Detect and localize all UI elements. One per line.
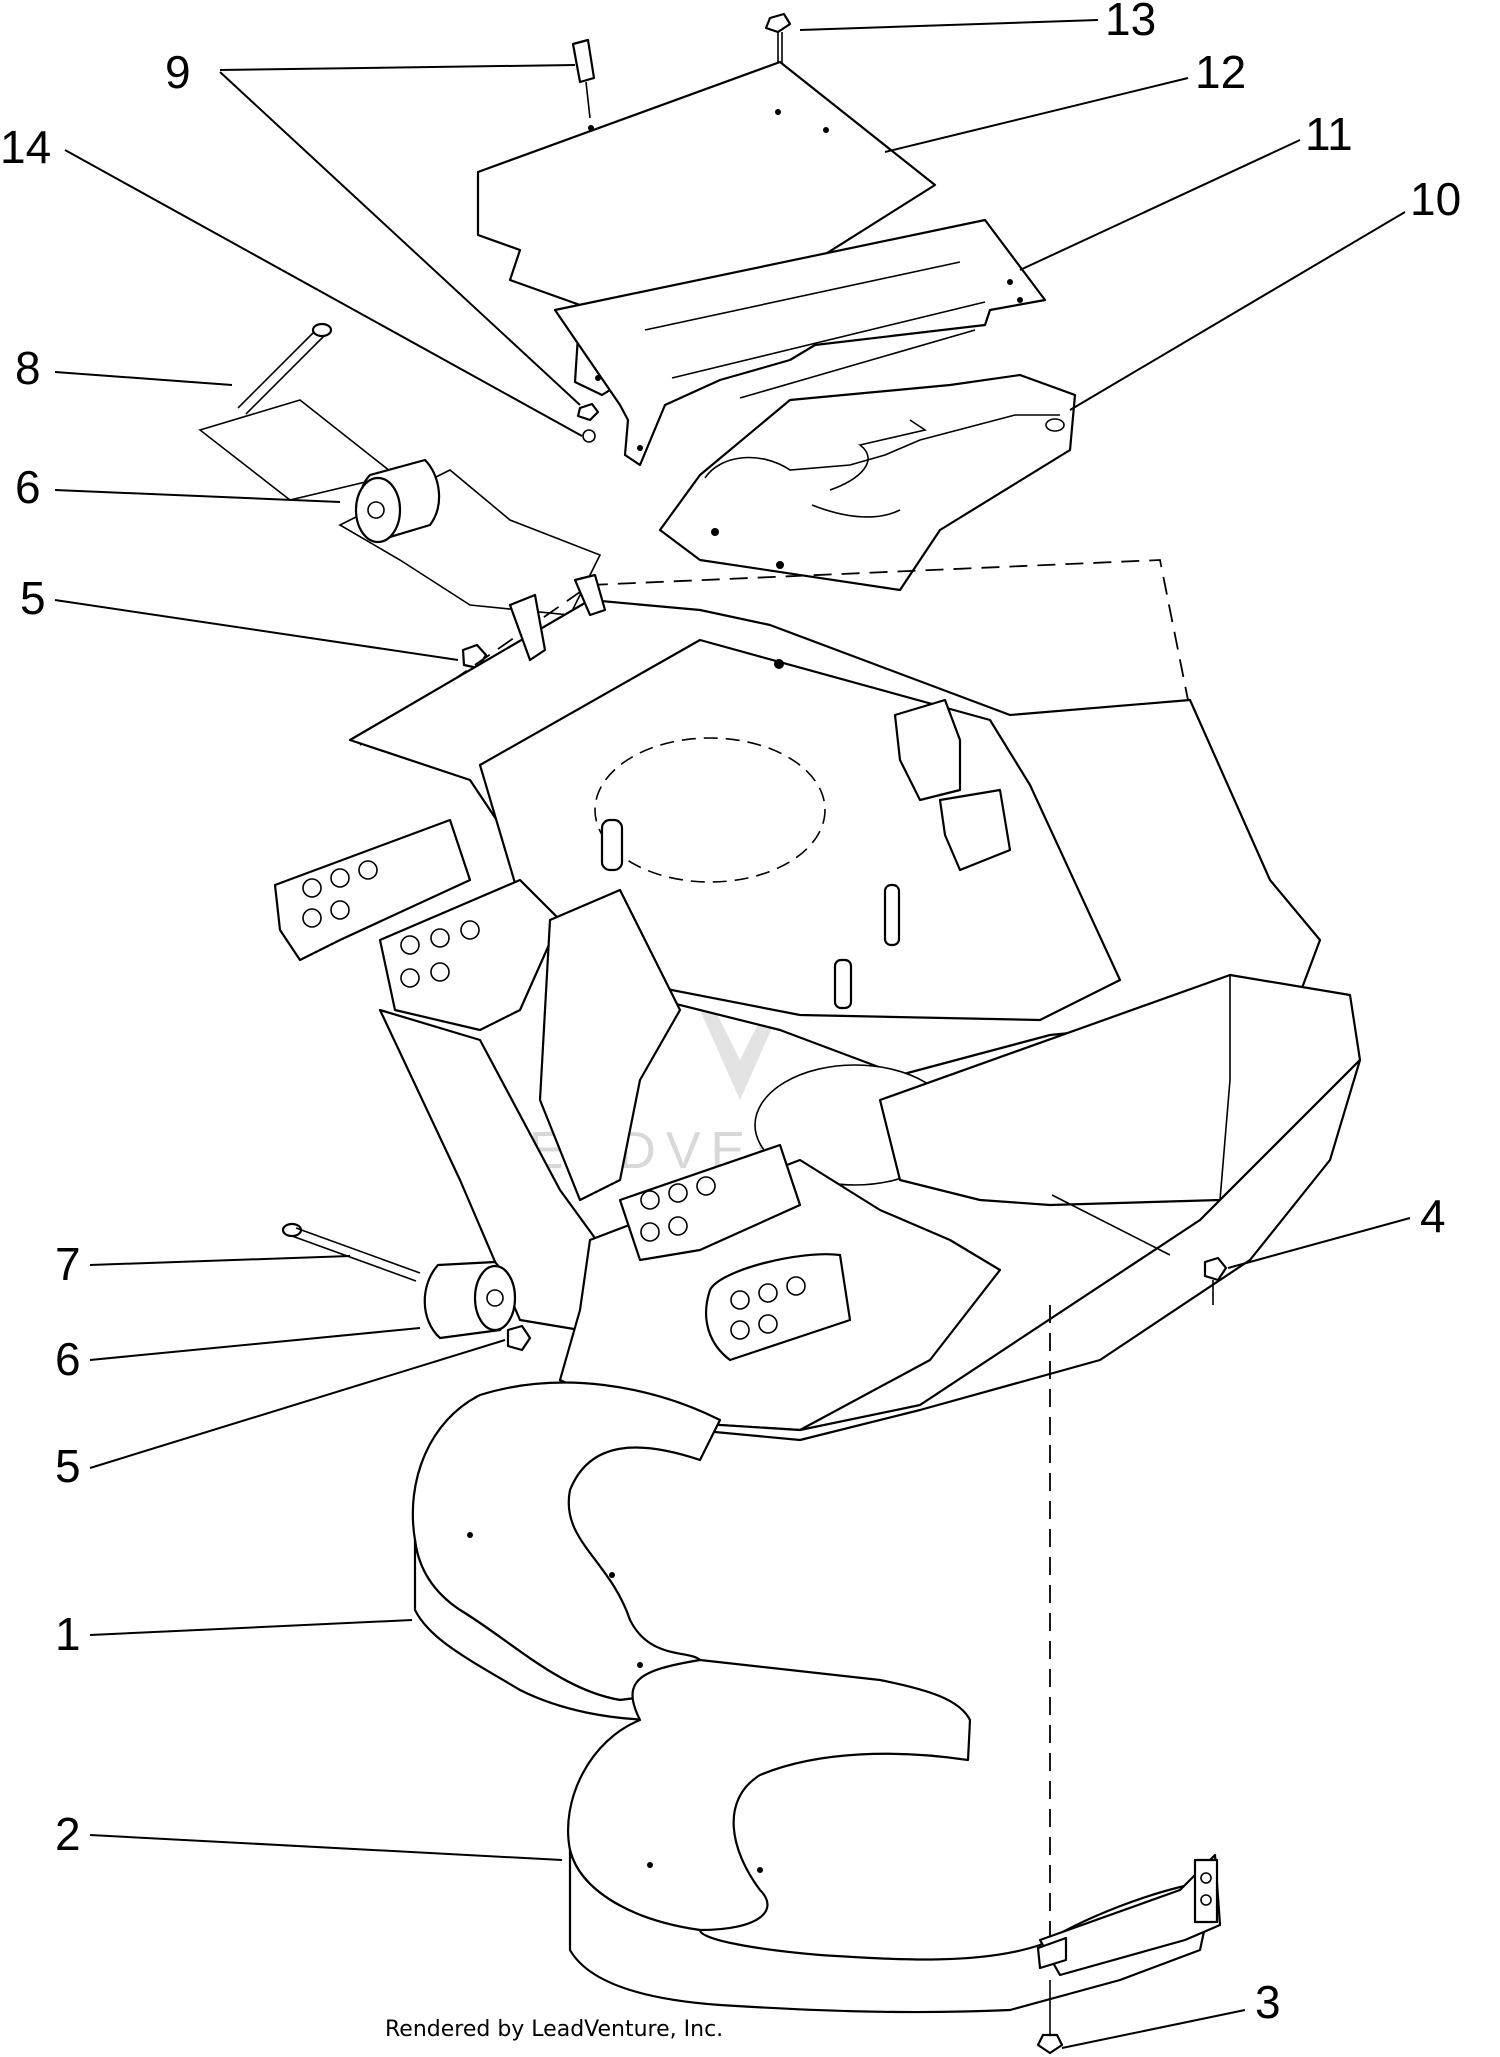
rendered-by-footer: Rendered by LeadVenture, Inc. [385, 2017, 723, 2042]
callout-13: 13 [1105, 0, 1156, 45]
callout-6a: 6 [15, 461, 41, 513]
callout-11: 11 [1305, 108, 1353, 160]
callout-2: 2 [55, 1808, 81, 1860]
part-11-console-plate [553, 218, 1047, 467]
callout-12: 12 [1195, 46, 1246, 98]
callout-labels: 1 2 3 4 5 5 6 6 7 8 9 10 11 12 13 14 [0, 0, 1461, 2028]
callout-10: 10 [1410, 173, 1461, 225]
callout-6b: 6 [55, 1333, 81, 1385]
callout-7: 7 [55, 1238, 81, 1290]
callout-4: 4 [1420, 1190, 1446, 1242]
callout-1: 1 [55, 1608, 81, 1660]
callout-5b: 5 [55, 1440, 81, 1492]
part-10-housing [658, 373, 1077, 592]
callout-5a: 5 [20, 572, 46, 624]
callout-14: 14 [0, 121, 51, 173]
part-4-nut [1051, 1194, 1228, 1305]
main-frame [273, 559, 1362, 1442]
part-14-nut [576, 402, 600, 443]
callout-3: 3 [1255, 1976, 1281, 2028]
part-7-bolt [281, 1222, 421, 1282]
part-2-lower-shield [567, 1658, 1222, 2014]
leader-lines [54, 19, 1411, 2049]
part-6-lower-bumper [423, 1260, 517, 1340]
callout-8: 8 [15, 342, 41, 394]
part-3-screw [1036, 1980, 1064, 2055]
callout-9: 9 [165, 46, 191, 98]
part-6-upper-bumper [338, 458, 602, 616]
part-5-lower-nut [506, 1324, 532, 1352]
part-9-latch [571, 38, 596, 119]
part-8-bolt [198, 322, 397, 501]
